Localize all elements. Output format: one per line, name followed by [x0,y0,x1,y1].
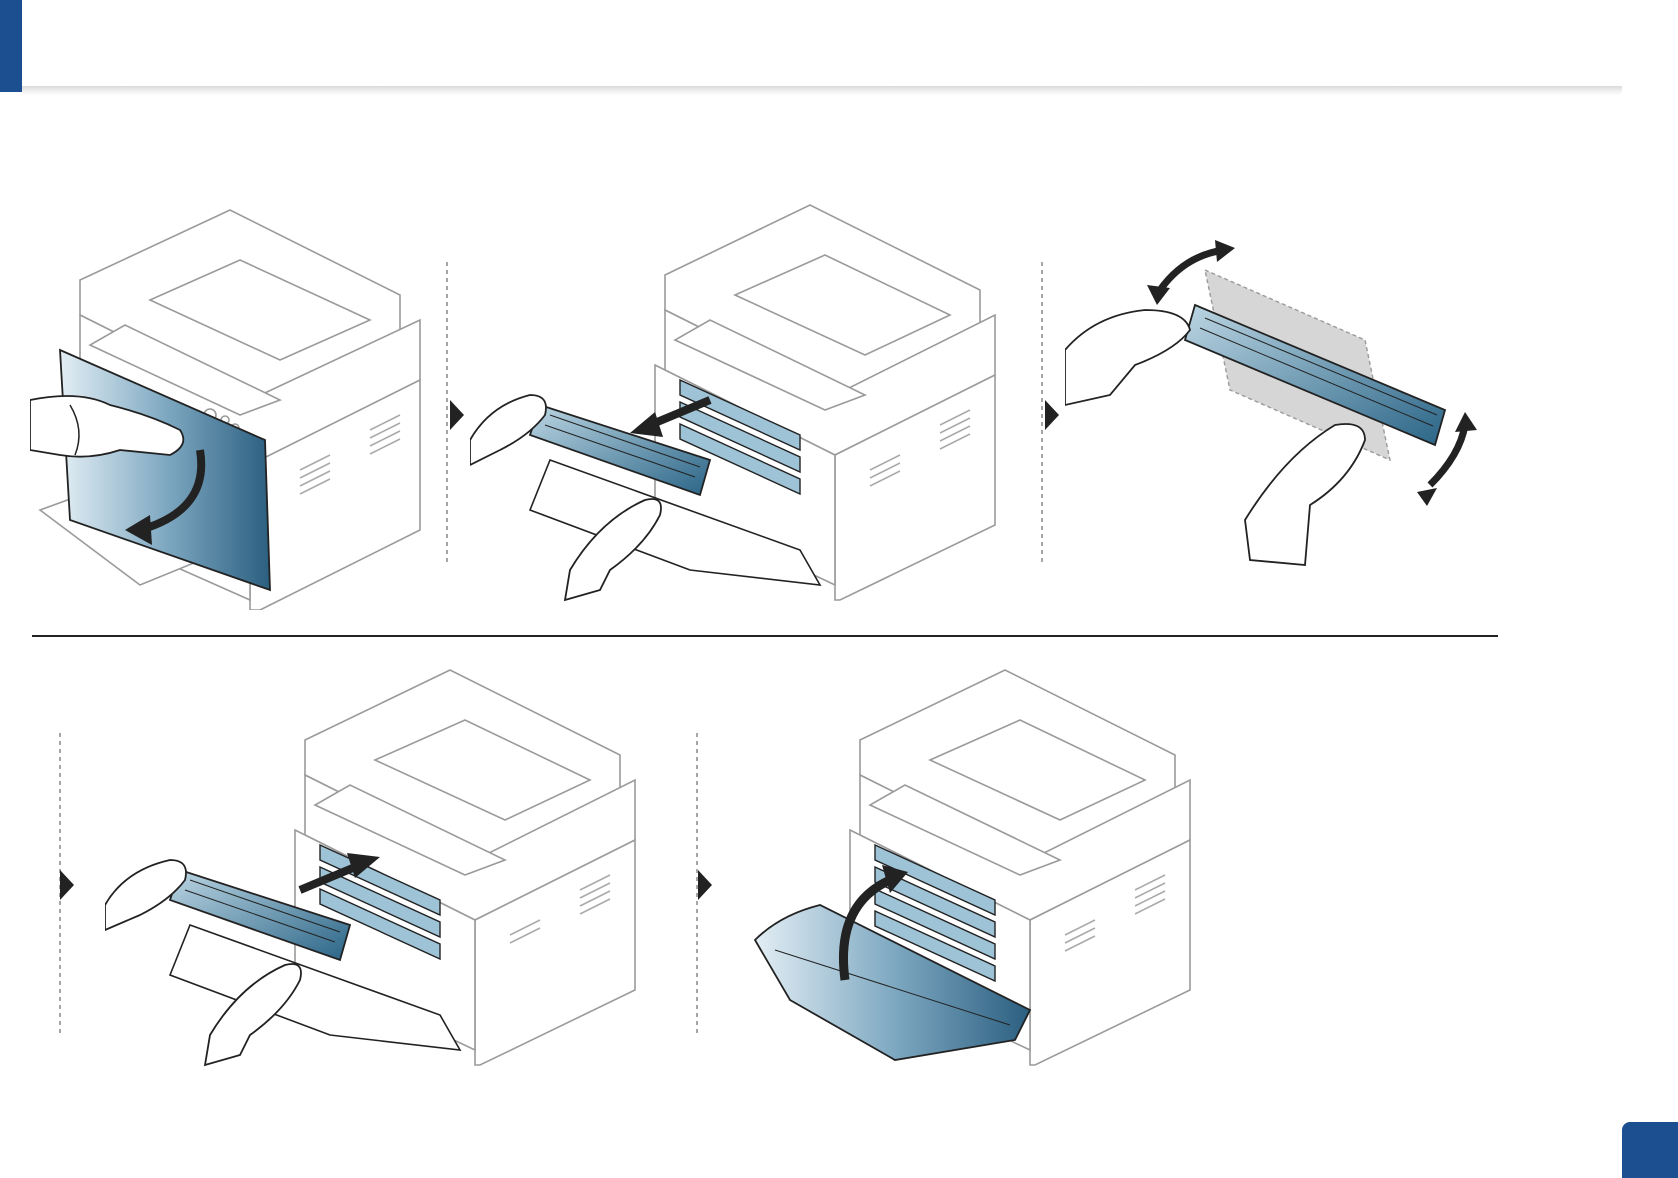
step-arrow-icon [450,400,464,430]
step2-illustration [470,190,1010,610]
step-arrow-icon [1045,400,1059,430]
step3-illustration [1065,240,1495,570]
step-separator [445,262,449,562]
step-separator [1040,262,1044,562]
step-arrow-icon [60,870,74,900]
step5-illustration [750,665,1200,1085]
header-rule [22,86,1622,96]
step1-illustration [30,200,430,610]
section-divider [32,635,1498,637]
page-number-badge [1622,1122,1678,1178]
step4-illustration [105,665,645,1085]
step-arrow-icon [698,870,712,900]
chapter-tab [0,0,22,92]
